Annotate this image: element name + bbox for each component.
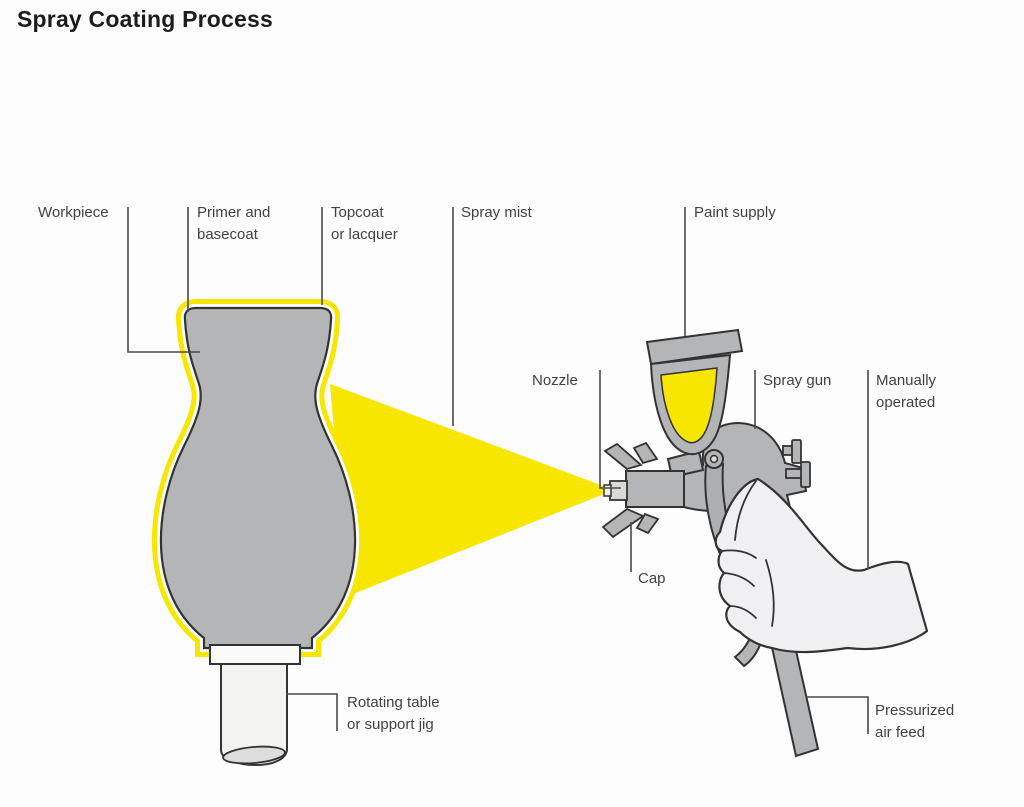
label-cap: Cap bbox=[638, 568, 666, 590]
label-paint-supply: Paint supply bbox=[694, 202, 776, 224]
label-line: Primer and bbox=[197, 204, 271, 221]
label-line: operated bbox=[876, 394, 936, 411]
label-line: Topcoat bbox=[331, 204, 384, 221]
label-line: Spray gun bbox=[763, 372, 832, 389]
label-line: Pressurized bbox=[875, 702, 955, 719]
page-title: Spray Coating Process bbox=[17, 6, 274, 32]
adjustment-knob-upper bbox=[782, 439, 802, 464]
paint-supply-fill bbox=[660, 367, 718, 444]
nozzle-tip bbox=[609, 480, 628, 501]
support-cylinder-endcap bbox=[222, 745, 286, 765]
support-collar bbox=[209, 644, 301, 665]
leader-workpiece bbox=[127, 207, 200, 353]
label-topcoat-lacquer: Topcoat or lacquer bbox=[331, 202, 398, 246]
label-rotating-table: Rotating table or support jig bbox=[347, 692, 440, 736]
label-primer-basecoat: Primer and basecoat bbox=[197, 202, 270, 246]
paint-cup-lid bbox=[645, 328, 744, 366]
label-line: air feed bbox=[875, 724, 926, 741]
cap-horns bbox=[601, 441, 660, 539]
leader-lines bbox=[127, 207, 869, 734]
label-pressurized-air-feed: Pressurized air feed bbox=[875, 700, 954, 744]
label-manually-operated: Manually operated bbox=[876, 370, 936, 414]
label-line: or lacquer bbox=[331, 226, 398, 243]
adjustment-knob-lower bbox=[785, 461, 811, 488]
label-spray-mist: Spray mist bbox=[461, 202, 532, 224]
label-line: Cap bbox=[638, 570, 666, 587]
leader-nozzle bbox=[599, 370, 621, 489]
nozzle-tip-front bbox=[603, 484, 612, 497]
spray-mist-cone bbox=[330, 384, 614, 596]
leader-pressurized-air bbox=[806, 696, 869, 734]
leader-rotating-table bbox=[286, 693, 338, 731]
cap-block bbox=[625, 470, 685, 508]
hand-finger-creases bbox=[721, 480, 775, 627]
label-nozzle: Nozzle bbox=[532, 370, 578, 392]
label-line: Paint supply bbox=[694, 204, 776, 221]
label-line: Nozzle bbox=[532, 372, 578, 389]
label-line: Rotating table bbox=[347, 694, 440, 711]
label-line: Manually bbox=[876, 372, 937, 389]
label-line: basecoat bbox=[197, 226, 258, 243]
label-line: Spray mist bbox=[461, 204, 532, 221]
label-workpiece: Workpiece bbox=[38, 202, 109, 224]
label-line: Workpiece bbox=[38, 204, 109, 221]
trigger-pivot-center bbox=[709, 454, 719, 464]
label-spray-gun: Spray gun bbox=[763, 370, 831, 392]
vase-workpiece-body bbox=[159, 306, 357, 650]
operator-hand bbox=[714, 477, 929, 654]
label-line: or support jig bbox=[347, 716, 434, 733]
